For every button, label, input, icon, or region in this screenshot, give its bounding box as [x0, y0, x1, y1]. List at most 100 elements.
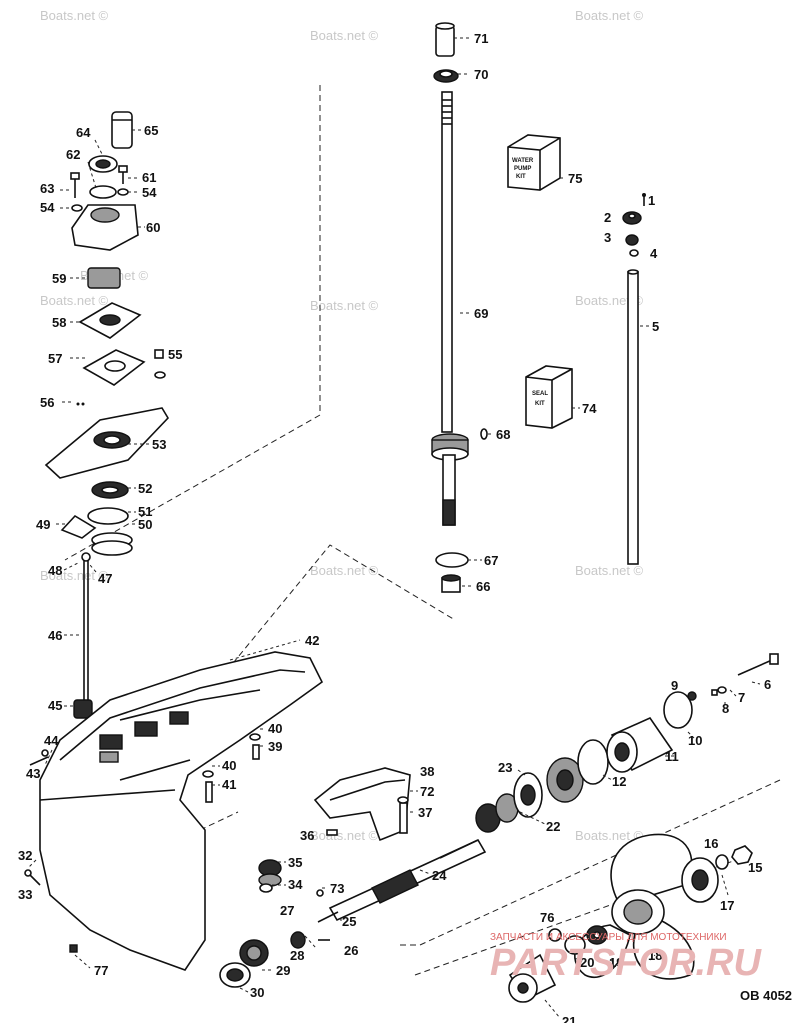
part-label-67: 67: [484, 553, 498, 568]
part-label-70: 70: [474, 67, 488, 82]
part-label-54b: 54: [40, 200, 55, 215]
o-ring-51: [87, 507, 129, 525]
bolt-37: [397, 796, 409, 834]
impeller-59: [87, 267, 121, 289]
shift-rod-assembly: [29, 552, 93, 766]
part-label-57: 57: [48, 351, 62, 366]
part-label-46: 46: [48, 628, 62, 643]
part-label-17: 17: [720, 898, 734, 913]
part-label-24: 24: [432, 868, 447, 883]
part-label-7: 7: [738, 690, 745, 705]
leader-lines: [27, 37, 761, 1019]
part-label-20: 20: [580, 955, 594, 970]
retainer-8: [711, 689, 718, 696]
o-ring-12: [577, 739, 609, 785]
watermark: Boats.net ©: [310, 298, 379, 313]
screw-7: [717, 686, 727, 694]
part-label-66: 66: [476, 579, 490, 594]
part-label-60: 60: [146, 220, 160, 235]
pump-insert-65: [111, 111, 133, 149]
ring-62: [89, 185, 117, 199]
bearing-carrier-11: [606, 716, 674, 773]
part-label-77: 77: [94, 963, 108, 978]
seal-kit-74: SEAL KIT: [525, 365, 573, 429]
gear-29: [239, 939, 269, 967]
kit-label-line: KIT: [535, 401, 545, 407]
part-label-72: 72: [420, 784, 434, 799]
drive-shaft-69: [441, 91, 453, 433]
part-label-34: 34: [288, 877, 303, 892]
part-label-68: 68: [496, 427, 510, 442]
shim-67: [435, 552, 469, 568]
shop-watermark: ЗАПЧАСТИ И АКСЕССУАРЫ ДЛЯ МОТОТЕХНИКИ PA…: [490, 932, 762, 984]
kit-label-line: KIT: [516, 174, 526, 180]
part-label-54a: 54: [142, 185, 157, 200]
watermark: Boats.net ©: [575, 563, 644, 578]
part-label-61: 61: [142, 170, 156, 185]
bushing-71: [435, 25, 455, 57]
part-label-40a: 40: [268, 721, 282, 736]
part-label-36: 36: [300, 828, 314, 843]
thrust-hub-17: [681, 857, 719, 903]
part-label-53: 53: [152, 437, 166, 452]
part-label-52: 52: [138, 481, 152, 496]
kit-label-line: SEAL: [532, 391, 548, 397]
part-label-47: 47: [98, 571, 112, 586]
watermark: Boats.net ©: [310, 28, 379, 43]
clutch-28: [290, 931, 306, 949]
part-label-35: 35: [288, 855, 302, 870]
part-label-3: 3: [604, 230, 611, 245]
gear-22: [475, 793, 519, 833]
part-label-71: 71: [474, 31, 488, 46]
part-label-27: 27: [280, 903, 294, 918]
part-label-75: 75: [568, 171, 582, 186]
part-label-32: 32: [18, 848, 32, 863]
part-label-58: 58: [52, 315, 66, 330]
nut-15: [731, 845, 753, 865]
part-label-15: 15: [748, 860, 762, 875]
watermark: Boats.net ©: [310, 828, 379, 843]
part-label-39: 39: [268, 739, 282, 754]
part-label-16: 16: [704, 836, 718, 851]
kit-label-line: WATER: [512, 158, 534, 164]
cam-follower-25: [316, 889, 339, 923]
part-label-55: 55: [168, 347, 182, 362]
part-label-50: 50: [138, 517, 152, 532]
watermark: Boats.net ©: [40, 293, 109, 308]
o-ring-10: [663, 691, 693, 729]
shop-caption: ЗАПЧАСТИ И АКСЕССУАРЫ ДЛЯ МОТОТЕХНИКИ: [490, 932, 727, 943]
part-label-4: 4: [650, 246, 658, 261]
part-label-6: 6: [764, 677, 771, 692]
shop-logo: PARTSFOR.RU: [490, 942, 762, 984]
part-label-29: 29: [276, 963, 290, 978]
part-label-28: 28: [290, 948, 304, 963]
part-label-74: 74: [582, 401, 597, 416]
part-label-63: 63: [40, 181, 54, 196]
part-label-49: 49: [36, 517, 50, 532]
pinion-35: [258, 859, 282, 887]
gear-housing-assembly: [24, 651, 324, 971]
kit-label-line: PUMP: [514, 166, 531, 172]
propeller-shaft-24: [328, 838, 487, 922]
watermark: Boats.net ©: [575, 8, 644, 23]
watermark: Boats.net ©: [40, 568, 109, 583]
water-pump-assembly: [44, 111, 169, 556]
gear-housing-42: [39, 651, 324, 971]
bolt-6: [737, 653, 779, 676]
shift-shaft-assembly: [622, 193, 646, 565]
part-label-44: 44: [44, 733, 59, 748]
part-label-41: 41: [222, 777, 236, 792]
part-label-1: 1: [648, 193, 655, 208]
part-label-25: 25: [342, 914, 356, 929]
part-label-2: 2: [604, 210, 611, 225]
bushing-3: [625, 234, 639, 246]
watermark: Boats.net ©: [310, 563, 379, 578]
part-label-18: 18: [648, 948, 662, 963]
part-label-56: 56: [40, 395, 54, 410]
part-label-8: 8: [722, 701, 729, 716]
part-label-65: 65: [144, 123, 158, 138]
bearing-23: [513, 772, 543, 818]
thrust-hub-21: [508, 953, 557, 1003]
part-label-73: 73: [330, 881, 344, 896]
